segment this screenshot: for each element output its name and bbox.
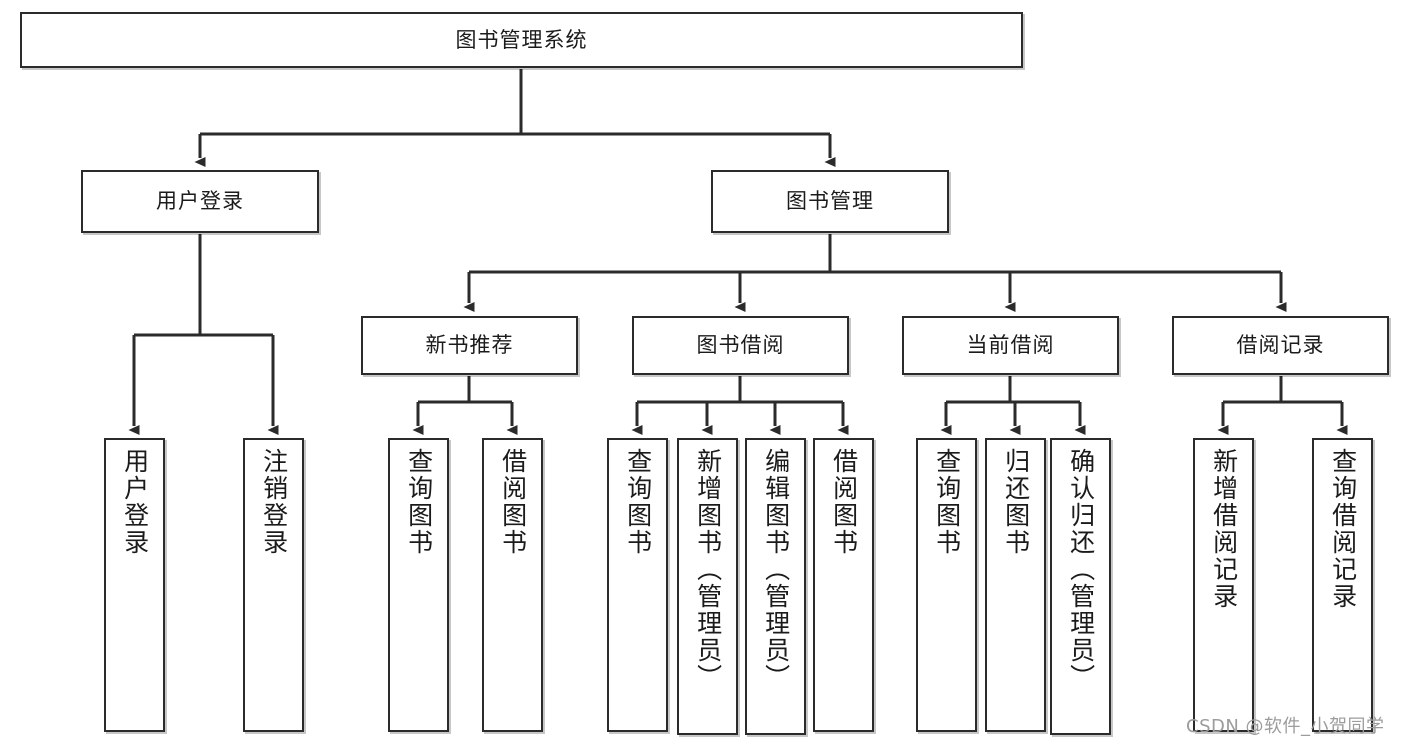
leaf-bb-query-book[interactable]: 查询图书 <box>607 438 668 732</box>
node-label: 借阅图书 <box>498 448 528 556</box>
node-label: 图书管理系统 <box>455 27 588 52</box>
leaf-cb-return-book[interactable]: 归还图书 <box>985 438 1046 732</box>
node-label: 图书管理 <box>786 189 874 214</box>
leaf-cb-query-book[interactable]: 查询图书 <box>916 438 977 732</box>
leaf-br-query-record[interactable]: 查询借阅记录 <box>1312 438 1373 732</box>
node-label: 注销登录 <box>259 448 289 556</box>
node-label: 新书推荐 <box>425 333 514 358</box>
leaf-bb-add-book[interactable]: 新增图书（管理员） <box>677 438 738 735</box>
node-label: 确认归还（管理员） <box>1066 448 1096 691</box>
node-label: 用户登录 <box>120 448 150 556</box>
node-current-borrow[interactable]: 当前借阅 <box>902 316 1119 375</box>
node-label: 查询借阅记录 <box>1328 448 1358 610</box>
node-label: 编辑图书（管理员） <box>761 448 791 691</box>
leaf-user-login[interactable]: 用户登录 <box>104 438 165 732</box>
node-label: 查询图书 <box>623 448 653 556</box>
node-user-login[interactable]: 用户登录 <box>81 170 319 233</box>
leaf-nb-borrow-book[interactable]: 借阅图书 <box>482 438 543 732</box>
watermark: CSDN @软件_小贺同学 <box>1186 716 1385 737</box>
leaf-logout[interactable]: 注销登录 <box>243 438 304 732</box>
node-label: 当前借阅 <box>966 333 1055 358</box>
node-borrow-record[interactable]: 借阅记录 <box>1172 316 1389 375</box>
node-label: 查询图书 <box>404 448 434 556</box>
node-label: 借阅图书 <box>829 448 859 556</box>
leaf-bb-borrow-book[interactable]: 借阅图书 <box>813 438 874 732</box>
node-new-book-recommend[interactable]: 新书推荐 <box>361 316 578 375</box>
node-label: 新增借阅记录 <box>1209 448 1239 610</box>
node-label: 图书借阅 <box>696 333 785 358</box>
leaf-br-add-record[interactable]: 新增借阅记录 <box>1193 438 1254 732</box>
node-label: 新增图书（管理员） <box>693 448 723 691</box>
node-book-manage[interactable]: 图书管理 <box>711 170 949 233</box>
leaf-nb-query-book[interactable]: 查询图书 <box>388 438 449 732</box>
node-root-system[interactable]: 图书管理系统 <box>20 12 1023 68</box>
node-label: 借阅记录 <box>1236 333 1325 358</box>
node-label: 用户登录 <box>156 189 244 214</box>
node-book-borrow[interactable]: 图书借阅 <box>632 316 849 375</box>
leaf-cb-confirm-return[interactable]: 确认归还（管理员） <box>1050 438 1111 735</box>
node-label: 归还图书 <box>1001 448 1031 556</box>
node-label: 查询图书 <box>932 448 962 556</box>
leaf-bb-edit-book[interactable]: 编辑图书（管理员） <box>745 438 806 735</box>
